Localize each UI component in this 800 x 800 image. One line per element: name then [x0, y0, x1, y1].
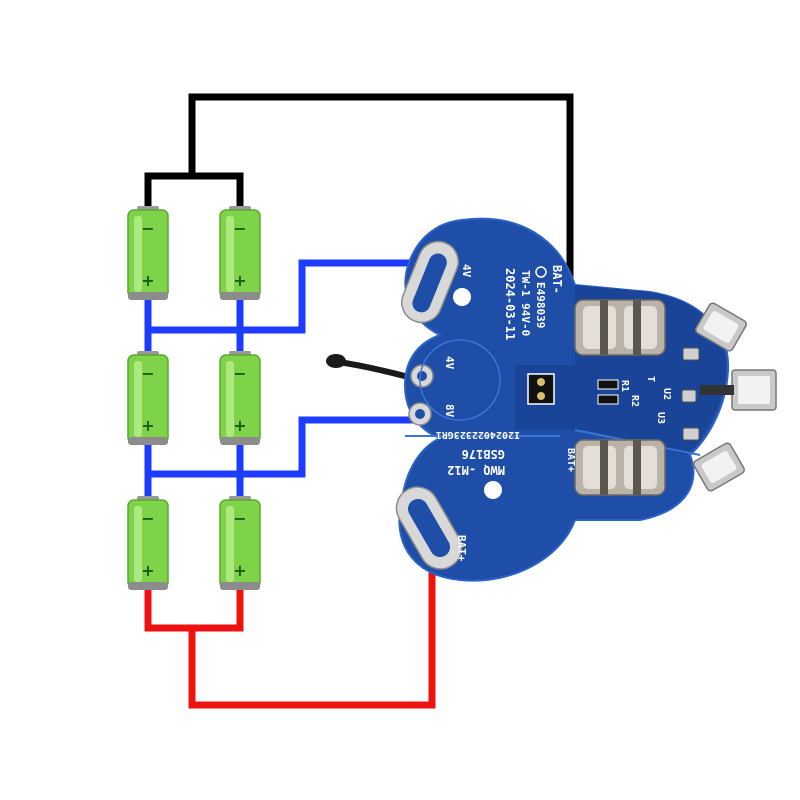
pad-4v-top-label: 4V: [460, 264, 473, 278]
bms-board: BAT- E498039 TW-1 94V-0 2024-03-11 4V 4V…: [395, 217, 777, 582]
cert-label: E498039: [534, 282, 547, 328]
battery-cell: −+: [219, 206, 261, 300]
balance-wire-4v: [144, 259, 436, 359]
battery-cell: −+: [219, 351, 261, 445]
positive-wire: [144, 526, 436, 709]
cell-base-ring: [128, 292, 168, 300]
smd-pad: [681, 389, 697, 403]
spring-contact-top: [695, 302, 747, 352]
cell-base-ring: [128, 582, 168, 590]
cell-positive-sign: +: [141, 271, 154, 290]
u2-label: U2: [661, 388, 672, 400]
pad-bat-plus: [395, 486, 463, 570]
r2-label: R2: [629, 395, 640, 407]
cell-positive-sign: +: [233, 271, 246, 290]
battery-cell: −+: [127, 351, 169, 445]
negative-wire: [144, 93, 574, 304]
cell-negative-sign: −: [141, 509, 154, 528]
cell-base-ring: [220, 582, 260, 590]
pad-8v-label: 8V: [443, 404, 456, 418]
spring-contact-bottom: [693, 442, 745, 492]
model-label: GSB176: [462, 447, 505, 461]
battery-cell: −+: [219, 496, 261, 590]
cell-negative-sign: −: [141, 219, 154, 238]
bat-plus-bottom-label: BAT+: [455, 535, 468, 562]
balance-wire-8v: [144, 416, 422, 504]
terminal-bat-minus: [574, 299, 666, 356]
cell-negative-sign: −: [233, 364, 246, 383]
resistor-r1: [597, 379, 619, 390]
cell-highlight: [134, 506, 142, 582]
pad-4v-top: [401, 240, 459, 324]
t-label: T: [645, 376, 656, 382]
pad-4v-mid-label: 4V: [443, 356, 456, 370]
small-connector: [527, 373, 555, 405]
cell-negative-sign: −: [233, 219, 246, 238]
r1-label: R1: [619, 380, 630, 392]
cell-highlight: [134, 361, 142, 437]
terminal-bat-plus: [574, 439, 666, 496]
ul-mark-icon: [535, 266, 547, 278]
serial-label: I2024022323GR1: [436, 429, 520, 440]
cell-base-ring: [128, 437, 168, 445]
cell-base-ring: [220, 437, 260, 445]
cell-negative-sign: −: [233, 509, 246, 528]
bat-minus-label: BAT-: [550, 265, 564, 294]
resistor-r2: [597, 394, 619, 405]
cell-positive-sign: +: [141, 561, 154, 580]
cell-highlight: [226, 506, 234, 582]
mounting-hole: [453, 288, 471, 306]
mounting-hole: [484, 481, 502, 499]
smd-pad: [682, 427, 700, 441]
cell-positive-sign: +: [233, 416, 246, 435]
board-copper-zone: [515, 285, 727, 455]
u3-label: U3: [655, 412, 666, 424]
rating-label: TW-1 94V-0: [519, 270, 532, 336]
cell-highlight: [226, 361, 234, 437]
brand-label: MWQ -M12: [447, 463, 505, 477]
battery-cell: −+: [127, 496, 169, 590]
cell-highlight: [226, 216, 234, 292]
cell-base-ring: [220, 292, 260, 300]
cell-positive-sign: +: [141, 416, 154, 435]
spring-contact-middle: [700, 369, 777, 411]
cell-highlight: [134, 216, 142, 292]
bat-plus-side-label: BAT+: [565, 448, 576, 472]
battery-cell: −+: [127, 206, 169, 300]
cell-negative-sign: −: [141, 364, 154, 383]
smd-pad: [682, 347, 700, 361]
cell-positive-sign: +: [233, 561, 246, 580]
date-label: 2024-03-11: [503, 268, 517, 340]
